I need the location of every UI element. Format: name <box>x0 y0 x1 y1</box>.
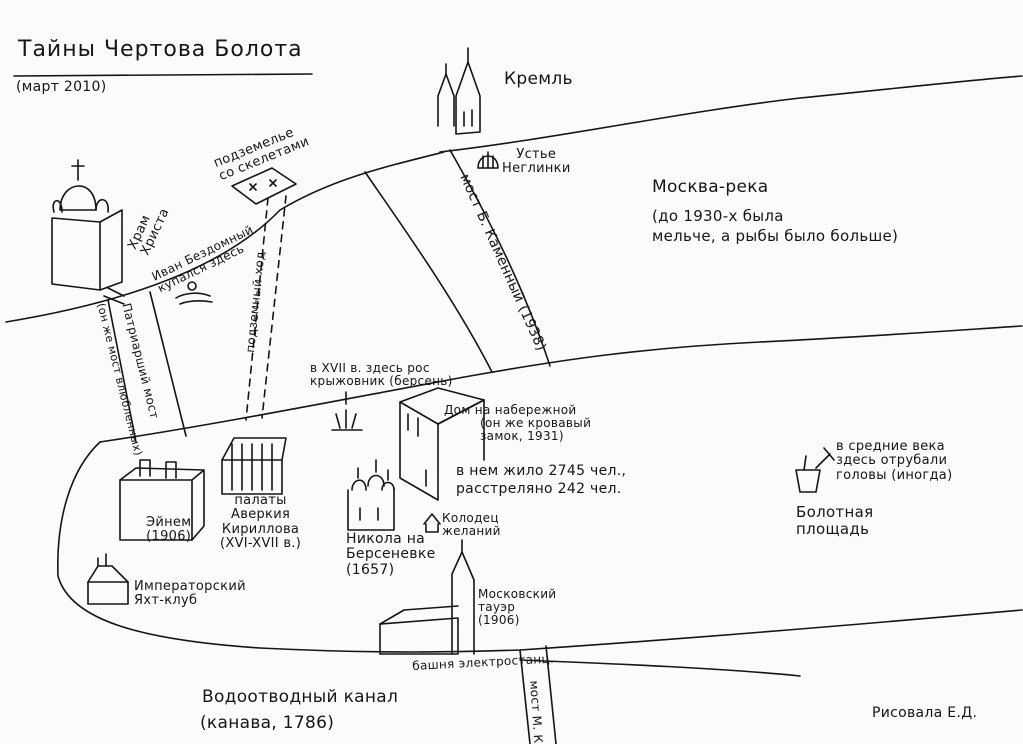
nikola-line-1: Никола на <box>346 531 426 547</box>
palaty-line-4: (XVI-XVII в.) <box>220 535 302 551</box>
house-name: Дом <box>444 403 471 417</box>
wishing-well-line-2: желаний <box>442 524 501 539</box>
wishing-well-icon <box>423 513 441 533</box>
yacht-club-icon <box>87 553 129 605</box>
palaty-label: палаты Аверкия Кириллова (XVI-XVII в.) <box>220 493 302 551</box>
canal-north-bank <box>57 441 1023 653</box>
house-line-3: замок, 1931) <box>480 429 564 444</box>
einem-line-1: Эйнем <box>146 515 192 530</box>
nikola-label: Никола на Берсеневке (1657) <box>346 531 436 578</box>
neglinka-label: Устье Неглинки <box>502 147 571 177</box>
river-note: (до 1930-х была мельче, а рыбы было боль… <box>652 206 898 247</box>
gooseberry-line-2: крыжовник (берсень) <box>310 374 453 389</box>
einem-label: Эйнем (1906) <box>146 515 192 545</box>
house-name-2: на набережной <box>474 403 577 417</box>
river-north-bank <box>439 75 1023 153</box>
nikola-line-2: Берсеневке <box>346 546 436 563</box>
underground-passage-line <box>245 197 269 421</box>
power-station-icon <box>379 539 475 655</box>
wishing-well-line-1: Колодец <box>442 511 499 525</box>
palaty-line-1: палаты <box>234 493 287 508</box>
execution-line-1: в средние века <box>836 439 945 454</box>
river-label: Москва-река <box>652 177 769 197</box>
palaty-line-3: Кириллова <box>221 521 300 537</box>
neglinka-mouth-icon <box>477 151 499 169</box>
bolotnaya-line-1: Болотная <box>796 503 874 521</box>
moscow-tower-line-3: (1906) <box>478 613 520 628</box>
house-line-2: (он же кровавый <box>480 416 592 431</box>
dungeon-icon <box>231 167 297 205</box>
einem-line-2: (1906) <box>146 529 192 545</box>
nikola-church-icon <box>347 459 395 531</box>
gooseberry-label: в XVII в. здесь рос крыжовник (берсень) <box>310 361 453 389</box>
map-subtitle: (март 2010) <box>16 79 107 95</box>
canal-note: (канава, 1786) <box>200 713 335 733</box>
house-line-1: Дом на набережной <box>444 403 591 417</box>
bolshoy-bridge-west-edge <box>364 171 493 373</box>
map-title: Тайны Чертова Болота <box>18 37 303 62</box>
wishing-well-label: Колодец желаний <box>442 511 501 539</box>
patriarshiy-bridge-east-edge <box>149 291 187 437</box>
gooseberry-line-1: в XVII в. здесь рос <box>310 361 430 375</box>
title-underline <box>13 73 313 77</box>
underground-passage-line-2 <box>261 195 287 419</box>
execution-label: в средние века здесь отрубали головы (ин… <box>836 439 953 483</box>
execution-line-3: головы (иногда) <box>836 467 953 483</box>
yacht-club-label: Императорский Яхт-клуб <box>134 579 246 609</box>
bolshoy-bridge-east-edge <box>449 149 551 367</box>
yacht-club-line-2: Яхт-клуб <box>134 593 198 609</box>
author-signature: Рисовала Е.Д. <box>872 705 978 721</box>
bolotnaya-line-2: площадь <box>796 519 870 538</box>
gooseberry-bush-icon <box>331 391 363 431</box>
kremlin-label: Кремль <box>504 69 573 89</box>
execution-block-icon <box>795 447 835 493</box>
river-south-bank-east <box>99 325 1023 443</box>
palaty-line-2: Аверкия <box>231 507 291 523</box>
house-stats: в нем жило 2745 чел., расстреляно 242 че… <box>456 462 626 498</box>
nikola-line-3: (1657) <box>346 561 395 578</box>
bolotnaya-label: Болотная площадь <box>796 504 873 537</box>
maly-bridge-west-edge <box>519 649 531 744</box>
patriarshiy-bridge-west-edge <box>107 299 137 443</box>
kremlin-icon <box>437 47 481 135</box>
cathedral-icon <box>51 159 125 305</box>
swimmer-icon <box>175 281 213 305</box>
house-stats-line-2: расстреляно 242 чел. <box>456 481 622 498</box>
yacht-club-line-1: Императорский <box>134 579 246 594</box>
house-label: Дом на набережной (он же кровавый замок,… <box>444 403 592 444</box>
river-note-line-1: (до 1930-х была <box>652 207 784 225</box>
canal-south-bank <box>519 659 801 677</box>
palaty-icon <box>221 437 287 495</box>
river-note-line-2: мельче, а рыбы было больше) <box>652 227 899 246</box>
house-on-embankment-icon <box>399 387 485 501</box>
neglinka-line-2: Неглинки <box>502 161 571 177</box>
neglinka-line-1: Устье <box>516 147 557 162</box>
canal-label: Водоотводный канал <box>202 687 399 707</box>
execution-line-2: здесь отрубали <box>836 453 948 469</box>
maly-bridge-east-edge <box>545 645 557 744</box>
moscow-tower-label: Московский тауэр (1906) <box>478 587 557 628</box>
moscow-tower-line-2: тауэр <box>478 600 516 615</box>
einem-factory-icon <box>119 459 205 541</box>
moscow-tower-line-1: Московский <box>478 587 557 601</box>
house-stats-line-1: в нем жило 2745 чел., <box>456 463 627 479</box>
